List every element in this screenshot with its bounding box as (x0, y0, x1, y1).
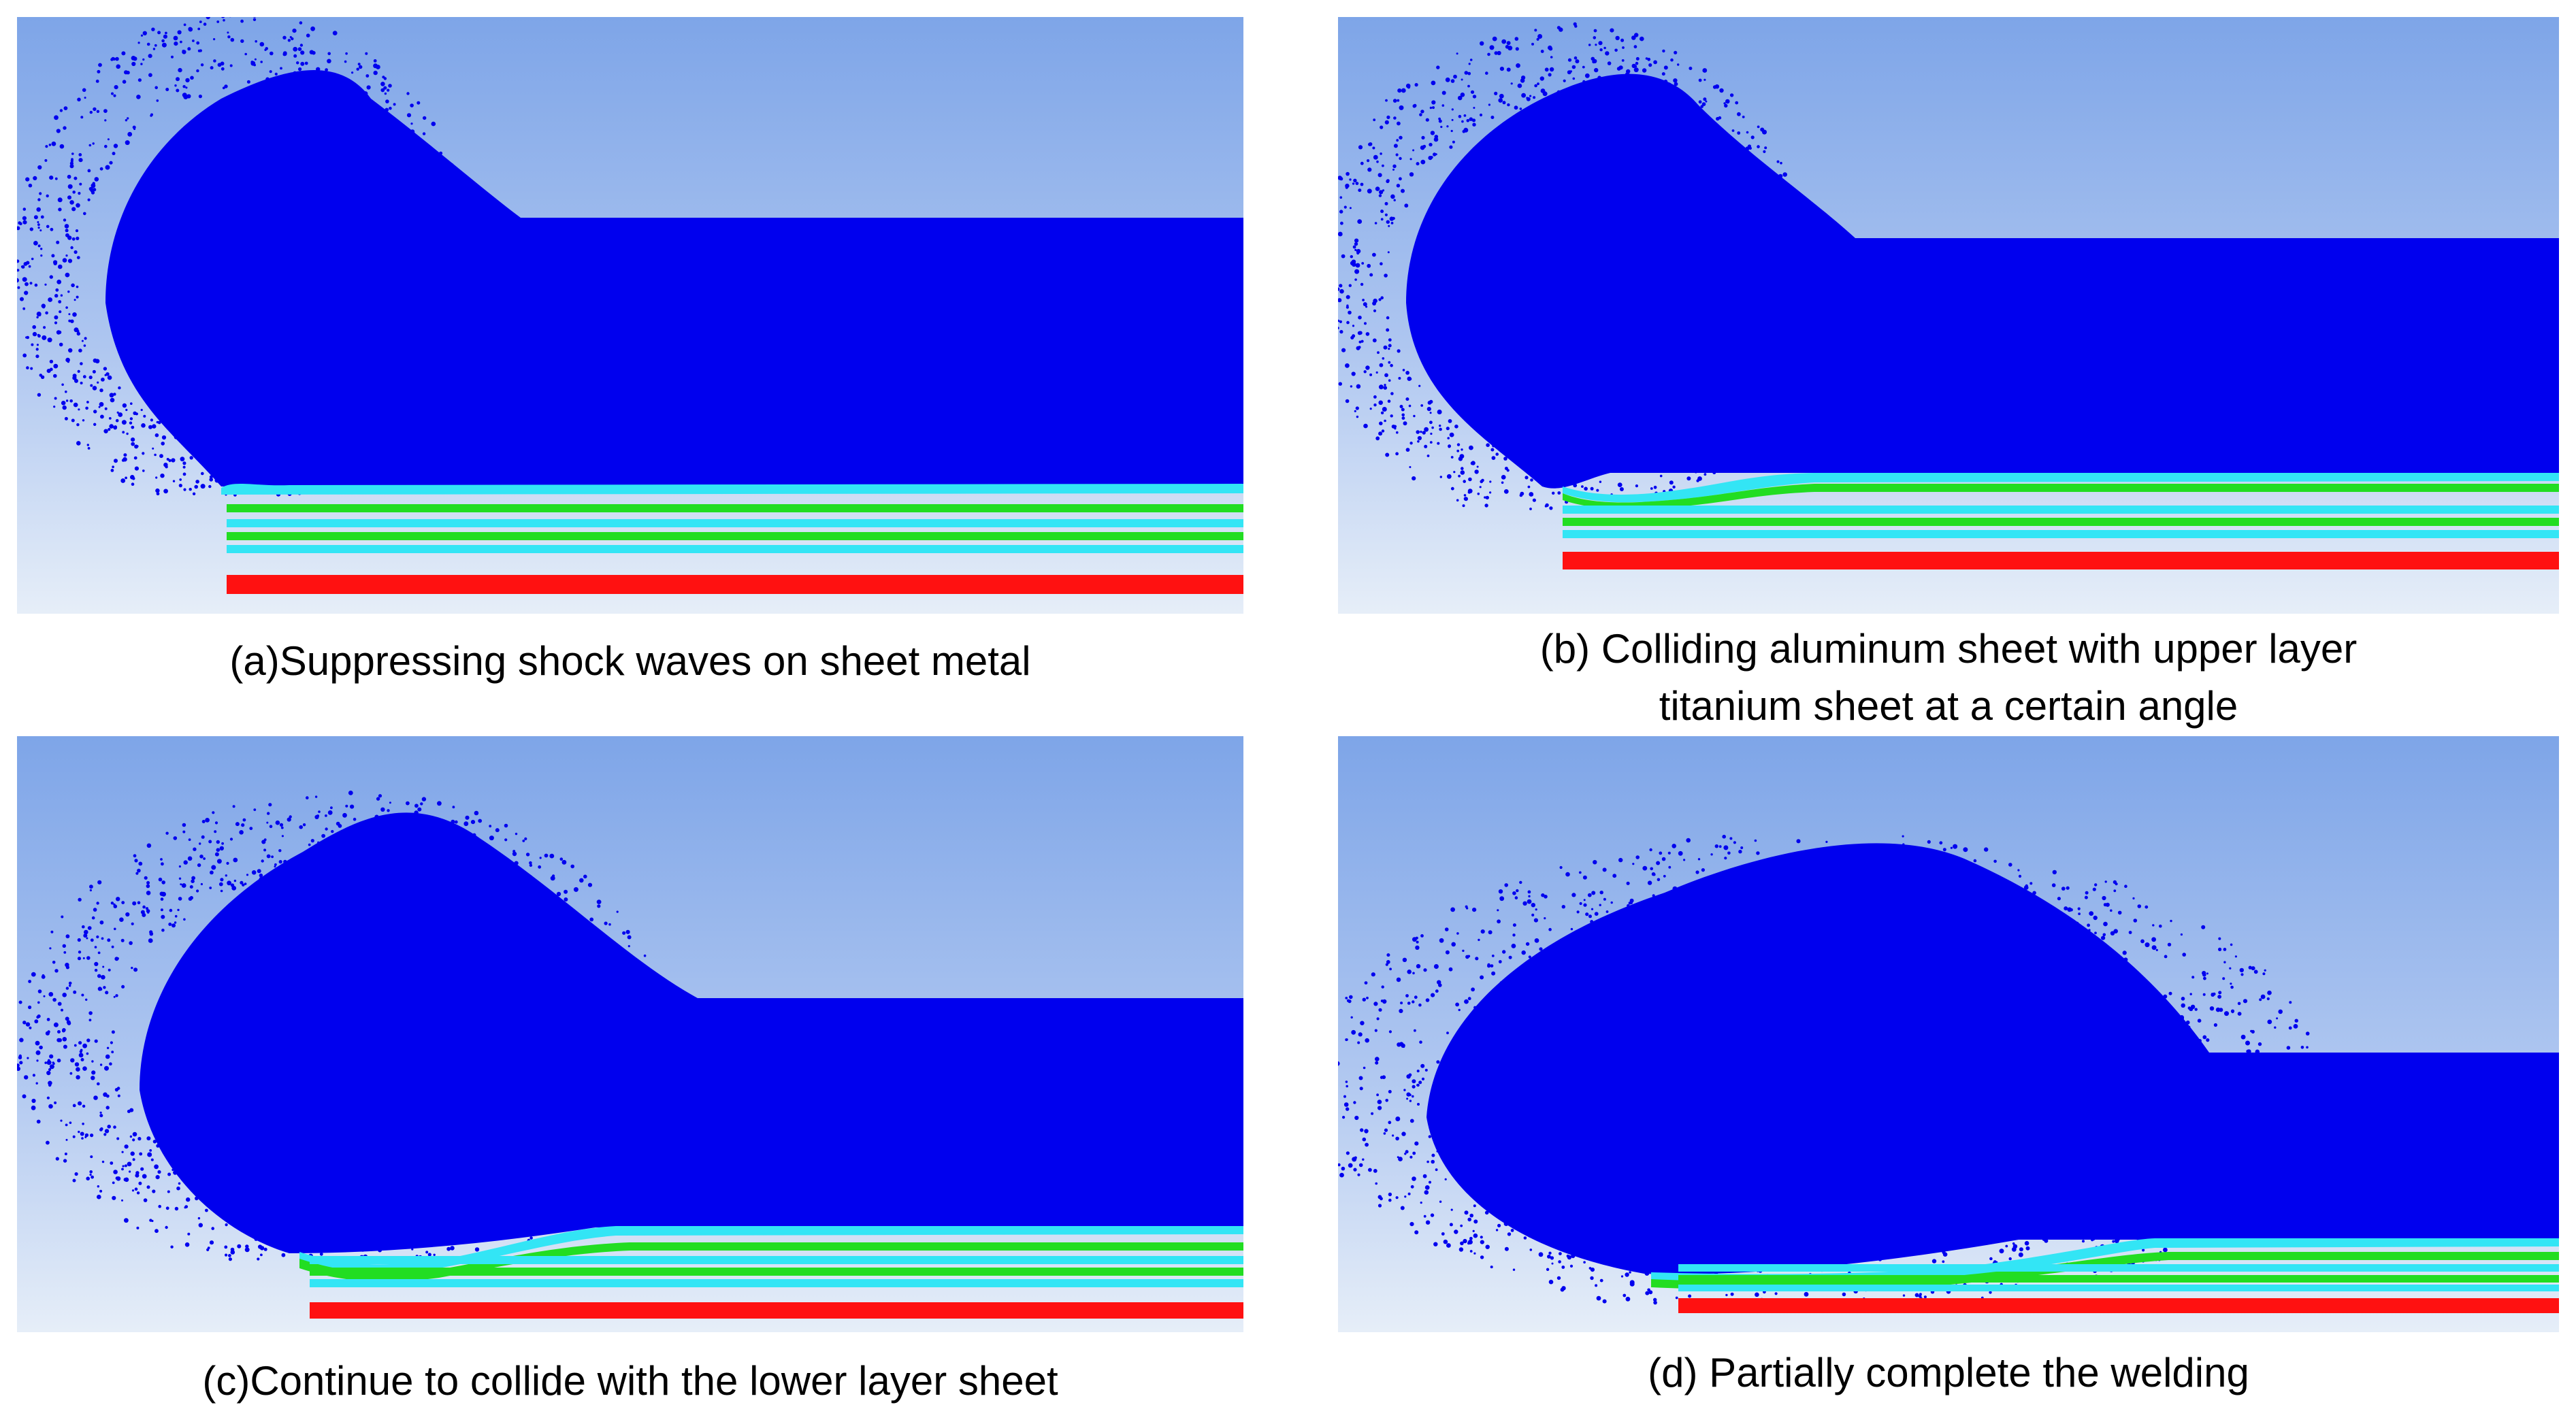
layer-green-1 (1563, 484, 2559, 510)
caption-line: (b) Colliding aluminum sheet with upper … (1539, 626, 2358, 672)
explosive-charge (140, 812, 1243, 1253)
caption-line: (c)Continue to collide with the lower la… (202, 1358, 1058, 1404)
layer-green-2 (1678, 1275, 2559, 1283)
layer-cyan-2 (227, 545, 1243, 553)
caption-panel-d: (d) Partially complete the welding (1338, 1344, 2559, 1402)
caption-panel-a: (a)Suppressing shock waves on sheet meta… (17, 633, 1243, 690)
base-plate-red (310, 1302, 1243, 1319)
simulation-view-d (1338, 736, 2559, 1332)
layer-green-2 (227, 532, 1243, 540)
caption-line: (d) Partially complete the welding (1648, 1350, 2249, 1395)
simulation-panel-d (1338, 736, 2559, 1332)
layer-cyan-2 (1678, 1285, 2559, 1291)
layer-cyan-1 (1678, 1264, 2559, 1272)
simulation-panel-a (17, 17, 1243, 614)
caption-line: (a)Suppressing shock waves on sheet meta… (229, 638, 1031, 684)
flyer-plate-cyan (221, 483, 1243, 495)
flyer-plate-cyan (1563, 473, 2559, 503)
simulation-panel-c (17, 736, 1243, 1332)
layer-cyan-1 (227, 519, 1243, 527)
explosive-charge (1426, 843, 2559, 1274)
base-plate-red (1563, 552, 2559, 569)
layer-cyan-1 (1563, 506, 2559, 514)
explosive-charge (105, 70, 1243, 486)
layer-cyan-1 (310, 1256, 1243, 1264)
caption-panel-c: (c)Continue to collide with the lower la… (17, 1353, 1243, 1410)
caption-line: titanium sheet at a certain angle (1659, 683, 2238, 729)
layer-green-2 (310, 1268, 1243, 1276)
base-plate-red (1678, 1298, 2559, 1313)
caption-panel-b: (b) Colliding aluminum sheet with upper … (1338, 621, 2559, 735)
simulation-view-c (17, 736, 1243, 1332)
explosive-charge (1406, 73, 2559, 489)
layer-cyan-2 (1563, 530, 2559, 538)
layer-cyan-2 (310, 1279, 1243, 1287)
base-plate-red (227, 575, 1243, 594)
simulation-panel-b (1338, 17, 2559, 614)
simulation-view-b (1338, 17, 2559, 614)
layer-green-2 (1563, 518, 2559, 526)
simulation-view-a (17, 17, 1243, 614)
layer-green-1 (227, 504, 1243, 512)
